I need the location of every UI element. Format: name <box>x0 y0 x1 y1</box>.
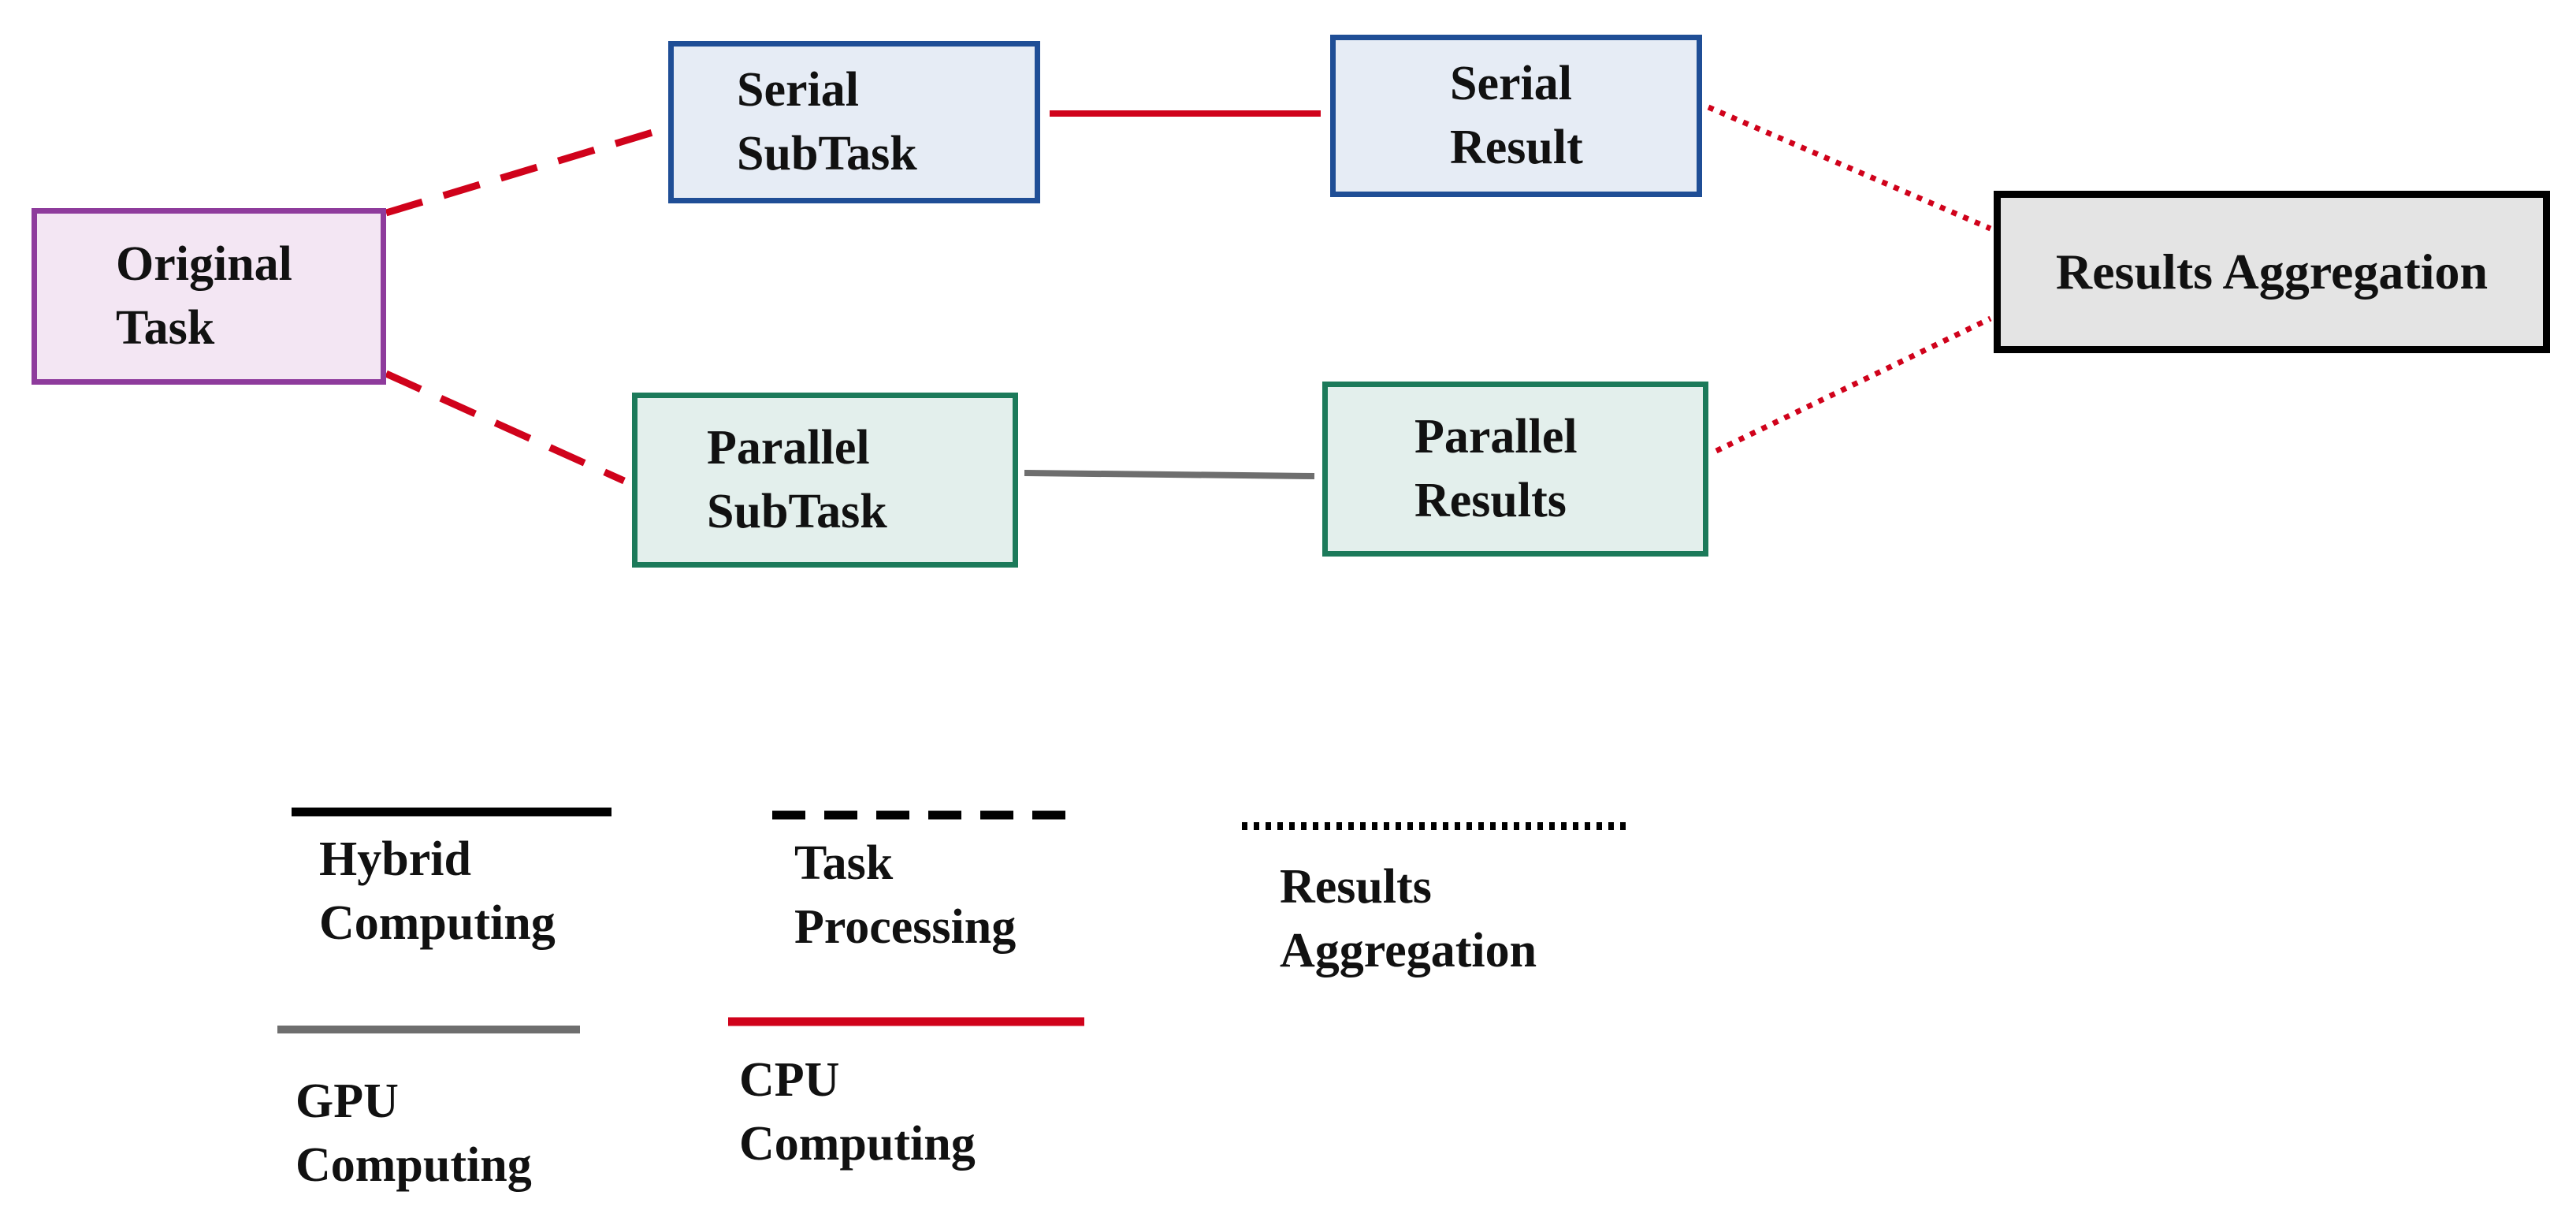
legend-hybrid-line1: Hybrid <box>319 832 471 886</box>
legend-gpu-line1: GPU <box>296 1074 399 1128</box>
legend-cpu-line1: CPU <box>739 1053 840 1107</box>
original-task-node: Original Task <box>32 208 386 385</box>
parallel-results-label-line2: Results <box>1414 474 1567 527</box>
parallel-subtask-label-line2: SubTask <box>707 485 887 538</box>
original-task-label-line2: Task <box>116 301 215 355</box>
legend-label-gpu: GPU Computing <box>296 1070 532 1197</box>
legend-results-line1: Results <box>1280 860 1432 914</box>
legend-hybrid-line2: Computing <box>319 895 556 950</box>
legend-task-line2: Processing <box>794 899 1017 954</box>
results-aggregation-node: Results Aggregation <box>1994 191 2550 353</box>
edge-original-to-parallel-subtask <box>385 370 626 485</box>
serial-subtask-label-line1: Serial <box>737 63 859 117</box>
parallel-results-node: Parallel Results <box>1322 382 1708 557</box>
results-aggregation-label: Results Aggregation <box>2055 244 2489 300</box>
original-task-label-line1: Original <box>116 237 292 292</box>
serial-subtask-node: Serial SubTask <box>668 41 1040 203</box>
serial-subtask-label-line2: SubTask <box>737 127 917 181</box>
serial-result-label-line1: Serial <box>1450 57 1572 111</box>
serial-result-node: Serial Result <box>1330 35 1702 197</box>
parallel-subtask-node: Parallel SubTask <box>632 393 1018 568</box>
edge-serial-result-to-aggregation <box>1707 104 1992 232</box>
legend-label-cpu: CPU Computing <box>739 1048 976 1175</box>
edge-parallel-results-to-aggregation <box>1715 315 1992 454</box>
legend-label-hybrid: Hybrid Computing <box>319 828 556 955</box>
edge-parallel-subtask-to-parallel-results <box>1024 470 1315 479</box>
legend-label-task: Task Processing <box>794 832 1016 959</box>
parallel-results-label-line1: Parallel <box>1414 410 1578 464</box>
legend-label-results: Results Aggregation <box>1280 855 1537 982</box>
parallel-subtask-label-line1: Parallel <box>707 421 870 475</box>
legend-gpu-line2: Computing <box>296 1138 532 1192</box>
serial-result-label-line2: Result <box>1450 121 1583 174</box>
edge-original-to-serial-subtask <box>385 126 662 217</box>
legend-results-line2: Aggregation <box>1280 923 1537 977</box>
legend-task-line1: Task <box>794 836 894 890</box>
legend-cpu-line2: Computing <box>739 1116 976 1171</box>
